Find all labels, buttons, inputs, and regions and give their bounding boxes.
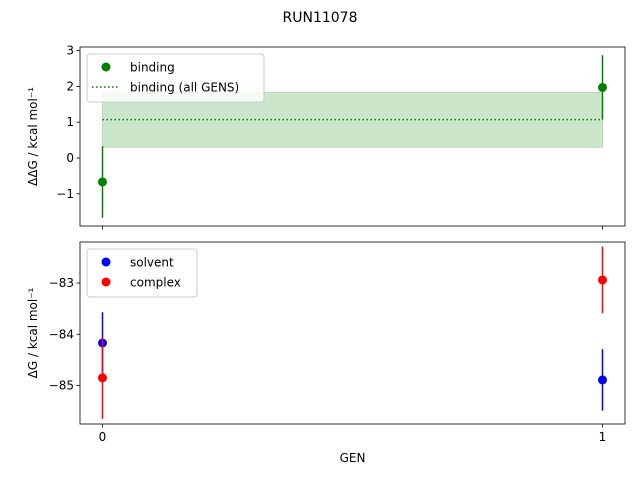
figure-suptitle: RUN11078 — [283, 10, 358, 26]
legend-marker — [101, 257, 111, 267]
data-point-complex — [598, 275, 607, 285]
legend-marker — [101, 277, 111, 287]
y-tick-label: −84 — [49, 327, 74, 341]
legend-label: solvent — [130, 256, 174, 270]
top-y-axis-label: ΔΔG / kcal mol⁻¹ — [26, 87, 40, 186]
y-tick-label: 2 — [66, 79, 74, 93]
x-tick-label: 0 — [99, 430, 107, 444]
bottom-panel: −85 −84 −83 0 1 ΔG / kcal mol⁻¹ GEN solvent comp… — [26, 241, 626, 465]
data-point-binding — [98, 177, 107, 187]
legend-label: binding — [130, 61, 175, 75]
legend-marker — [101, 62, 111, 72]
y-tick-label: 3 — [66, 44, 74, 58]
top-axes-frame — [79, 46, 626, 227]
y-tick-label: 0 — [66, 151, 74, 165]
y-tick-label: −83 — [49, 276, 74, 290]
top-legend-box — [86, 53, 265, 103]
data-point-solvent — [598, 375, 607, 385]
legend-label: binding (all GENS) — [130, 81, 239, 95]
bottom-axes-frame — [79, 241, 626, 425]
x-axis-label: GEN — [340, 451, 366, 465]
bottom-y-axis-label: ΔG / kcal mol⁻¹ — [26, 287, 40, 378]
y-tick-label: −85 — [49, 379, 74, 393]
y-tick-label: −1 — [56, 187, 74, 201]
x-tick-label: 1 — [599, 430, 607, 444]
legend-label: complex — [130, 276, 181, 290]
bottom-legend-box — [86, 248, 198, 298]
data-point-binding — [598, 82, 607, 92]
data-point-complex — [98, 373, 107, 383]
y-tick-label: 1 — [66, 115, 74, 129]
